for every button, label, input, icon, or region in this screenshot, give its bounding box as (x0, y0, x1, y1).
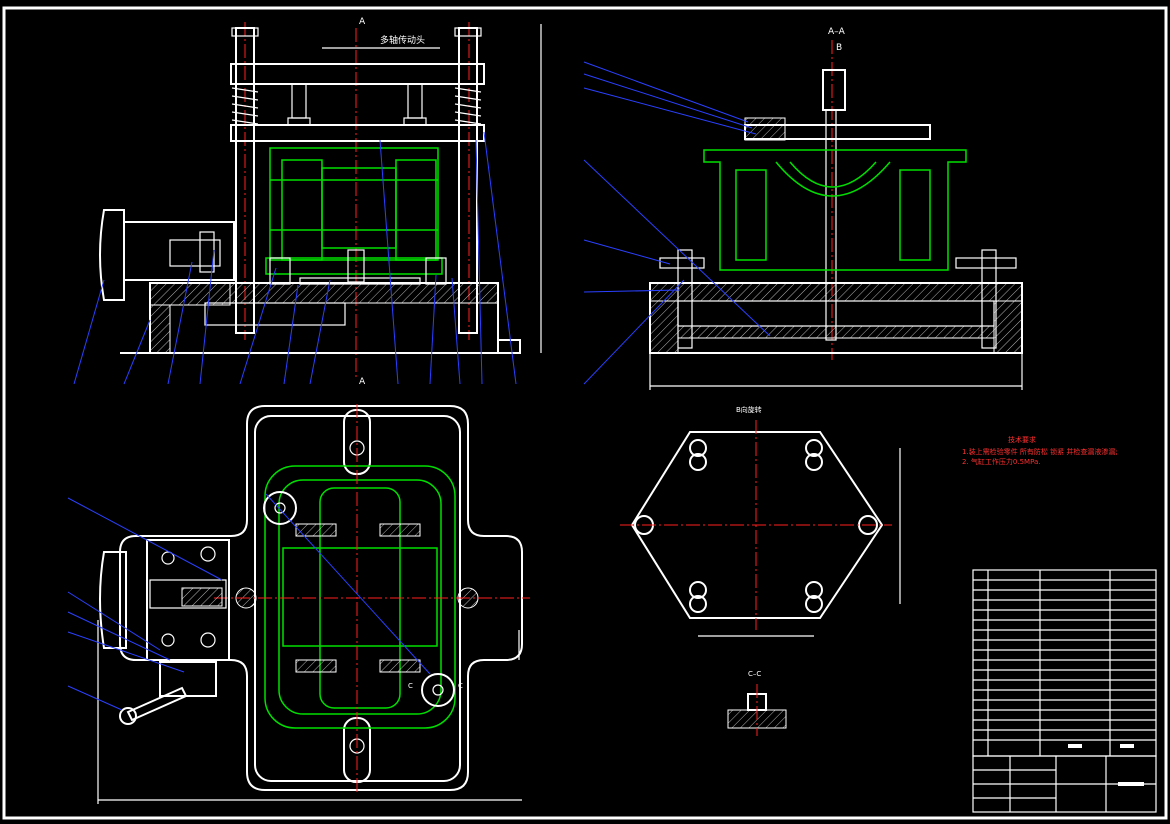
section-mark-c-left: C (408, 682, 413, 690)
tech-req-title: 技术要求 (1008, 435, 1036, 444)
section-mark-b: B (836, 43, 842, 53)
section-cc-title: C–C (748, 670, 761, 678)
section-a-a-view: A–A B (583, 27, 1023, 390)
plan-view: C C (67, 404, 530, 804)
technical-requirements: 技术要求 1.装上需检验零件 所有防松 锁紧 并检查漏液渗漏; 2. 气缸工作压… (962, 435, 1118, 466)
section-mark-a-top: A (359, 17, 366, 27)
section-aa-title: A–A (828, 27, 846, 37)
front-view: 多轴传动头 A A (73, 17, 542, 387)
section-mark-a-bottom: A (359, 377, 366, 387)
tech-req-line-1: 1.装上需检验零件 所有防松 锁紧 并检查漏液渗漏; (962, 447, 1118, 456)
view-b-title: B向旋转 (736, 405, 762, 414)
parts-list-table (972, 569, 1157, 757)
section-c-c: C–C (727, 670, 787, 736)
multi-spindle-head-label: 多轴传动头 (380, 34, 425, 46)
title-block (972, 744, 1157, 813)
drawing-border (2, 6, 1168, 820)
section-mark-c-right: C (458, 682, 463, 690)
view-b: B向旋转 (620, 405, 901, 637)
tech-req-line-2: 2. 气缸工作压力0.5MPa. (962, 457, 1041, 466)
